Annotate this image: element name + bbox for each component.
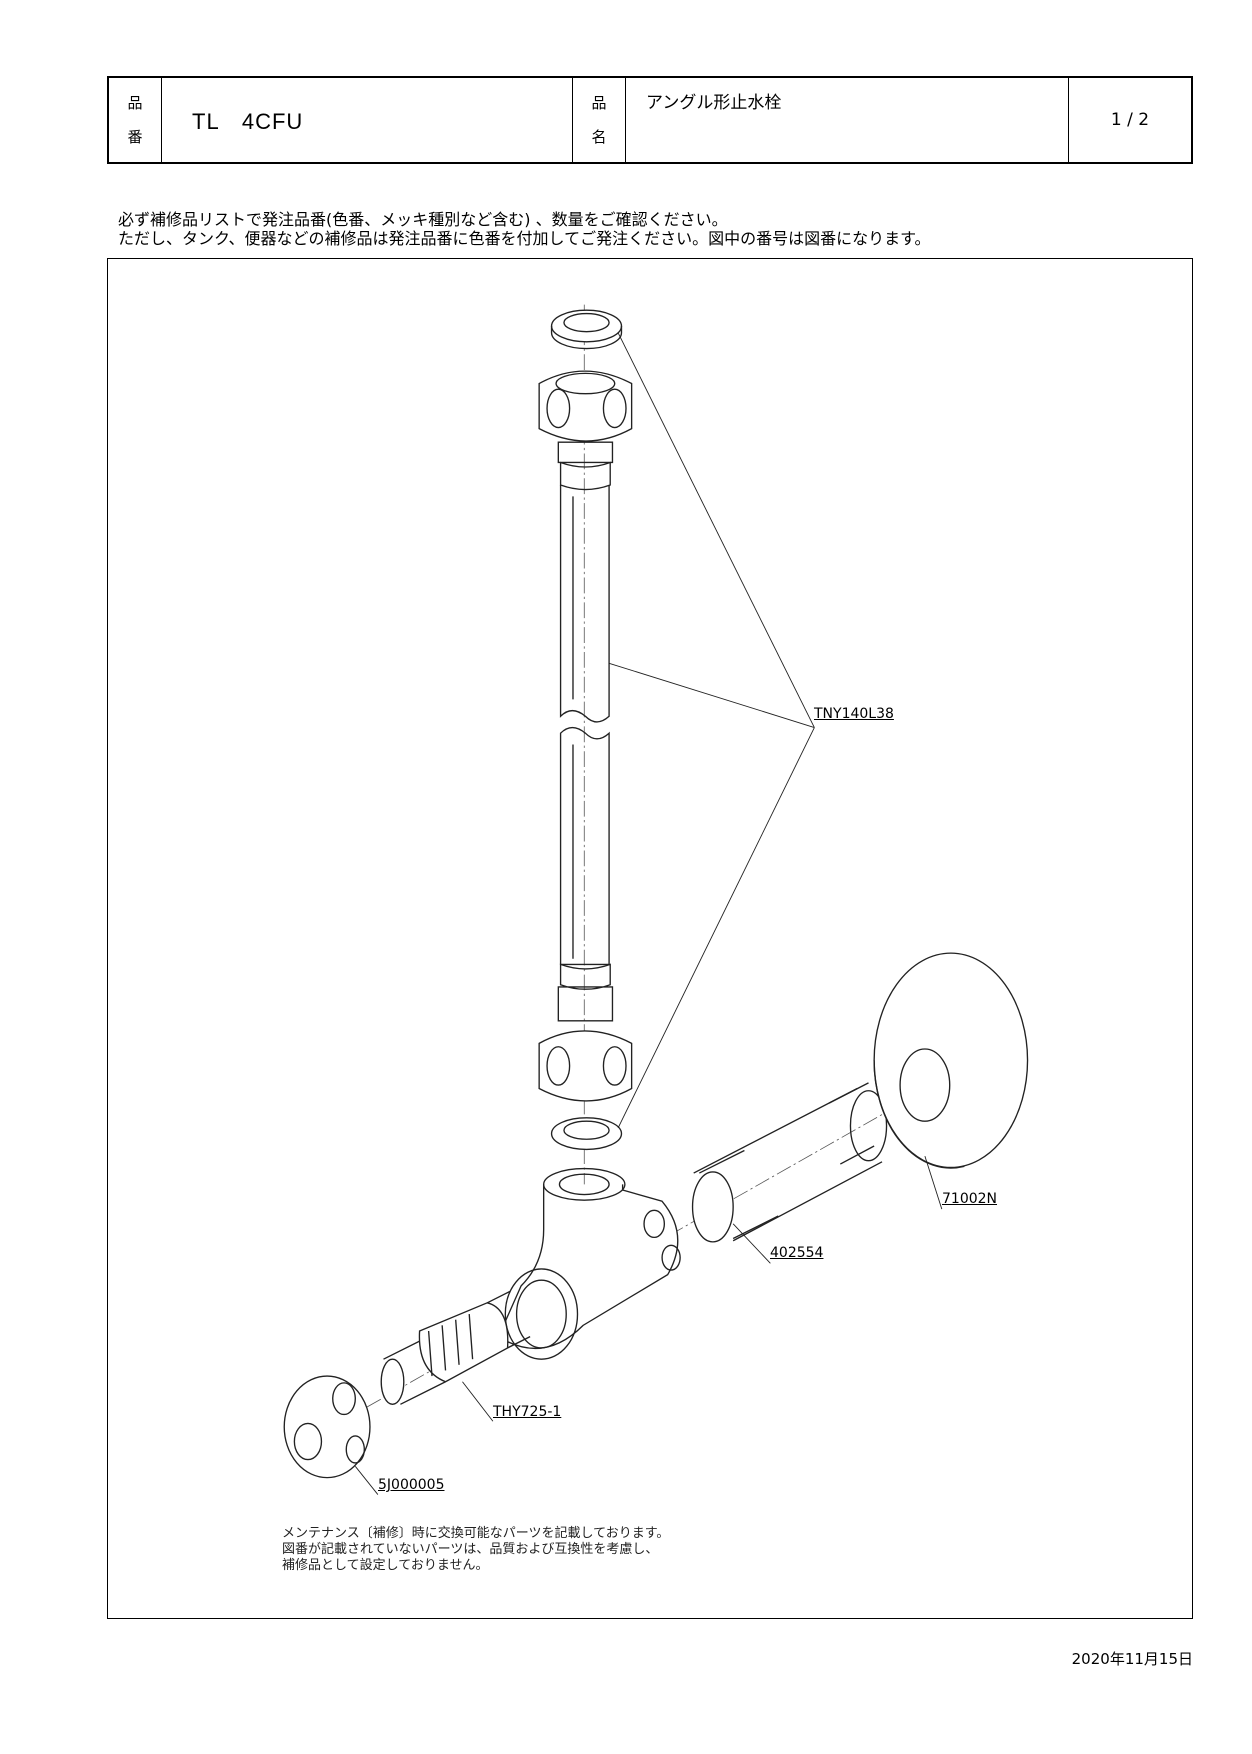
notice-line: 必ず補修品リストで発注品番(色番、メッキ種別など含む) 、数量をご確認ください。 bbox=[118, 210, 728, 229]
bottom-washer bbox=[550, 1117, 623, 1151]
cartridge bbox=[380, 1290, 531, 1405]
note-line: 図番が記載されていないパーツは、品質および互換性を考慮し、 bbox=[282, 1542, 659, 1557]
note-line: 補修品として設定しておりません。 bbox=[282, 1558, 489, 1573]
leader-lines bbox=[354, 332, 943, 1495]
notice: 必ず補修品リストで発注品番(色番、メッキ種別など含む) 、数量をご確認ください。… bbox=[118, 210, 930, 248]
note-line: メンテナンス〔補修〕時に交換可能なパーツを記載しております。 bbox=[282, 1526, 670, 1541]
label-char: 品 bbox=[591, 94, 607, 112]
part-name-label: 品名 bbox=[572, 76, 626, 164]
top-nut bbox=[538, 370, 633, 491]
part-label-handle[interactable]: 5J000005 bbox=[378, 1477, 445, 1493]
flange bbox=[873, 952, 1029, 1169]
issue-date: 2020年11月15日 bbox=[1071, 1650, 1193, 1668]
label-char: 番 bbox=[127, 128, 143, 146]
handle bbox=[283, 1375, 371, 1479]
label-char: 名 bbox=[591, 128, 607, 146]
hose bbox=[559, 485, 610, 966]
title-block: 品番 TL 4CFU 品名 アングル形止水栓 1 / 2 bbox=[107, 76, 1193, 164]
label-char: 品 bbox=[127, 94, 143, 112]
part-label-flange[interactable]: 71002N bbox=[942, 1191, 998, 1207]
page-number: 1 / 2 bbox=[1068, 76, 1193, 164]
drawing-frame bbox=[107, 258, 1193, 1619]
part-label-cartridge[interactable]: THY725-1 bbox=[493, 1404, 562, 1420]
part-number: TL 4CFU bbox=[161, 76, 573, 164]
bottom-nut bbox=[538, 963, 633, 1102]
notice-line: ただし、タンク、便器などの補修品は発注品番に色番を付加してご発注ください。図中の… bbox=[118, 229, 931, 248]
top-washer bbox=[550, 309, 623, 350]
part-label-hose[interactable]: TNY140L38 bbox=[814, 706, 894, 722]
maintenance-note: メンテナンス〔補修〕時に交換可能なパーツを記載しております。 図番が記載されてい… bbox=[282, 1526, 669, 1574]
nipple bbox=[691, 1082, 888, 1243]
part-name: アングル形止水栓 bbox=[625, 76, 1069, 164]
part-number-label: 品番 bbox=[107, 76, 162, 164]
valve-body bbox=[497, 1167, 681, 1360]
part-label-nipple[interactable]: 402554 bbox=[770, 1245, 824, 1261]
